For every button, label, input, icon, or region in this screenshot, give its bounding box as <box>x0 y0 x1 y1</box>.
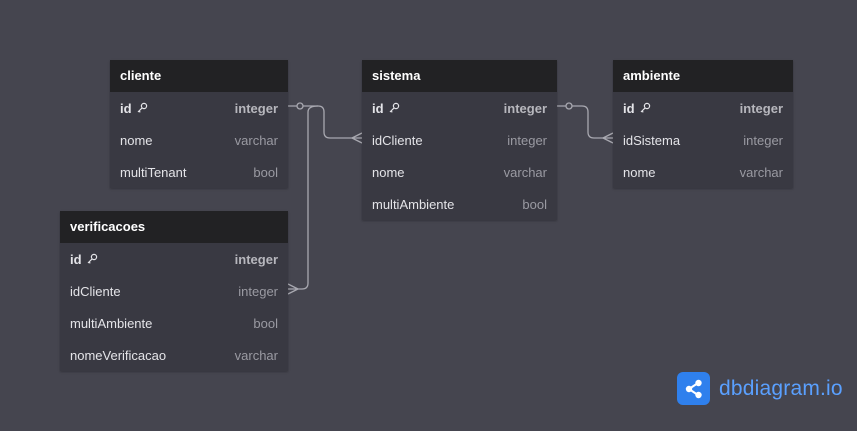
key-icon <box>640 102 650 113</box>
field-name: nome <box>120 132 153 148</box>
field-name: nome <box>623 164 656 180</box>
field-name: id <box>70 252 98 267</box>
field-type: bool <box>253 315 278 331</box>
field-name-text: id <box>120 100 132 116</box>
field-name: multiAmbiente <box>372 196 455 212</box>
relation-cliente-verificacoes <box>288 105 319 290</box>
field-row-nome[interactable]: nome varchar <box>613 156 793 188</box>
field-type: integer <box>238 283 278 299</box>
field-name: idCliente <box>70 283 121 299</box>
relation-sistema-ambiente <box>557 105 613 139</box>
table-header[interactable]: verificacoes <box>60 211 288 243</box>
field-row-id[interactable]: id integer <box>362 92 557 124</box>
field-type: varchar <box>234 132 278 148</box>
field-row-nome[interactable]: nome varchar <box>362 156 557 188</box>
field-row-idcliente[interactable]: idCliente integer <box>362 124 557 156</box>
field-row-idcliente[interactable]: idCliente integer <box>60 275 288 307</box>
field-type: integer <box>743 132 783 148</box>
field-name: idCliente <box>372 132 423 148</box>
field-row-nomeverificacao[interactable]: nomeVerificacao varchar <box>60 339 288 371</box>
field-name-text: id <box>623 100 635 116</box>
table-sistema[interactable]: sistema id integer idCliente integer nom… <box>362 60 557 220</box>
key-icon <box>87 253 97 264</box>
field-type: varchar <box>739 164 783 180</box>
field-row-id[interactable]: id integer <box>110 92 288 124</box>
field-type: integer <box>234 100 278 116</box>
field-type: varchar <box>503 164 547 180</box>
field-type: varchar <box>234 347 278 363</box>
field-row-nome[interactable]: nome varchar <box>110 124 288 156</box>
field-name-text: id <box>70 251 82 267</box>
field-name-text: id <box>372 100 384 116</box>
field-row-id[interactable]: id integer <box>613 92 793 124</box>
key-icon <box>137 102 147 113</box>
field-name: id <box>120 101 148 116</box>
table-verificacoes[interactable]: verificacoes id integer idCliente intege… <box>60 211 288 371</box>
field-row-multitenant[interactable]: multiTenant bool <box>110 156 288 188</box>
share-nodes-icon <box>677 372 710 405</box>
field-name: multiAmbiente <box>70 315 153 331</box>
field-name: id <box>372 101 400 116</box>
table-header[interactable]: cliente <box>110 60 288 92</box>
table-header[interactable]: ambiente <box>613 60 793 92</box>
field-row-idsistema[interactable]: idSistema integer <box>613 124 793 156</box>
table-header[interactable]: sistema <box>362 60 557 92</box>
field-type: integer <box>503 100 547 116</box>
table-ambiente[interactable]: ambiente id integer idSistema integer no… <box>613 60 793 188</box>
field-name: nome <box>372 164 405 180</box>
many-marker-ambiente-idsistema <box>602 132 614 144</box>
field-type: bool <box>253 164 278 180</box>
brand-link[interactable]: dbdiagram.io <box>677 372 843 405</box>
field-row-multiambiente[interactable]: multiAmbiente bool <box>362 188 557 220</box>
table-cliente[interactable]: cliente id integer nome varchar multiTen… <box>110 60 288 188</box>
field-type: integer <box>507 132 547 148</box>
field-row-multiambiente[interactable]: multiAmbiente bool <box>60 307 288 339</box>
one-marker-sistema-id <box>565 102 573 110</box>
field-type: integer <box>234 251 278 267</box>
many-marker-sistema-idcliente <box>351 132 363 144</box>
field-type: bool <box>522 196 547 212</box>
field-type: integer <box>739 100 783 116</box>
field-name: idSistema <box>623 132 681 148</box>
one-marker-cliente-id <box>296 102 304 110</box>
field-row-id[interactable]: id integer <box>60 243 288 275</box>
field-name: id <box>623 101 651 116</box>
many-marker-verificacoes-idcliente <box>287 283 299 295</box>
field-name: nomeVerificacao <box>70 347 167 363</box>
relation-cliente-sistema <box>288 105 362 139</box>
brand-name: dbdiagram.io <box>719 376 843 400</box>
field-name: multiTenant <box>120 164 187 180</box>
key-icon <box>389 102 399 113</box>
